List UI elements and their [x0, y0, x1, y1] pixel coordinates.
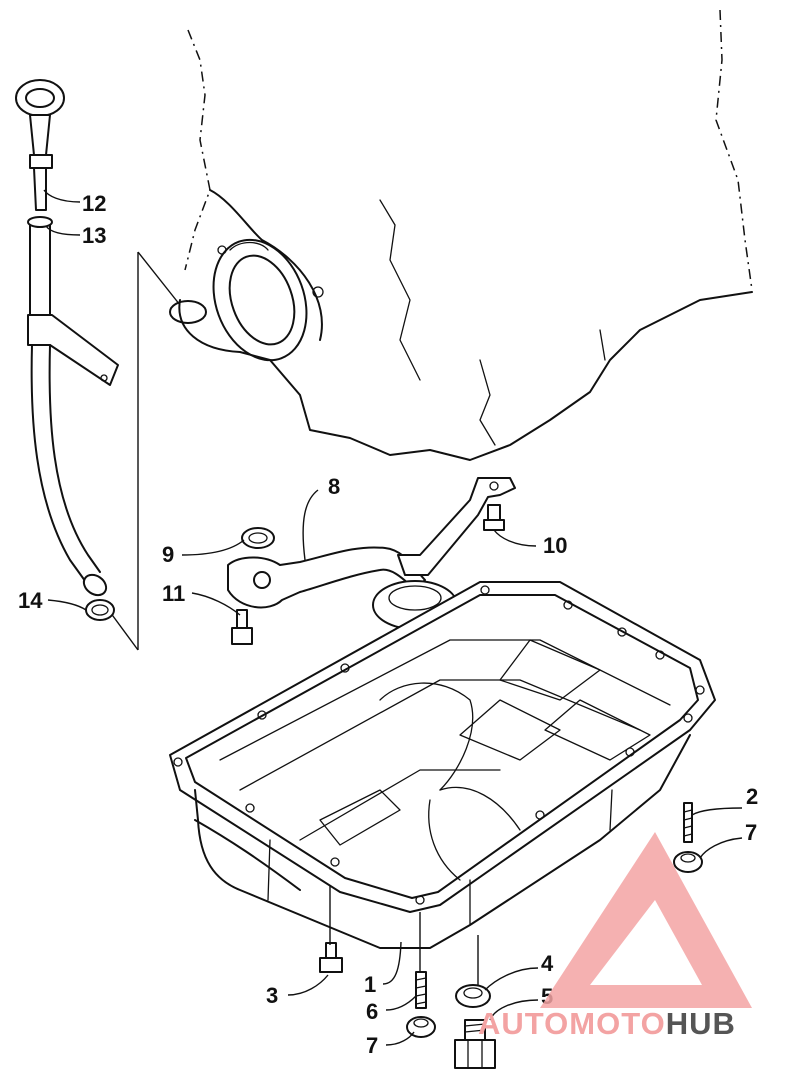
drain-plug-gasket — [455, 984, 491, 1008]
dipstick-tube-o-ring-inner — [91, 604, 109, 616]
leader-lines — [43, 189, 743, 1046]
watermark-text: AUTOMOTOHUB — [478, 1006, 736, 1041]
stud-right — [683, 802, 693, 843]
strainer-flange-bolt — [231, 609, 253, 645]
callout-9: 9 — [162, 542, 174, 567]
watermark-triangle-icon — [540, 832, 752, 1008]
oil-pan-bolt — [319, 942, 343, 973]
callout-7-bottom: 7 — [366, 1033, 378, 1058]
callout-6: 6 — [366, 999, 378, 1024]
callout-8: 8 — [328, 474, 340, 499]
callout-4: 4 — [541, 951, 554, 976]
watermark-text-part2: HUB — [666, 1006, 736, 1041]
nut-right — [673, 851, 703, 873]
callout-3: 3 — [266, 983, 278, 1008]
oil-dipstick — [15, 79, 65, 211]
callout-10: 10 — [543, 533, 567, 558]
callout-1: 1 — [364, 972, 376, 997]
watermark-text-part1: AUTOMOTO — [478, 1006, 666, 1041]
callout-2: 2 — [746, 784, 758, 809]
callout-11: 11 — [162, 581, 185, 606]
watermark: AUTOMOTOHUB — [478, 832, 752, 1041]
stud-bottom — [415, 971, 427, 1009]
strainer-bracket-bolt — [483, 504, 505, 531]
oil-pan — [169, 581, 716, 949]
callout-13: 13 — [82, 223, 106, 248]
callout-14: 14 — [18, 588, 43, 613]
dipstick-tube — [27, 216, 119, 597]
callout-labels: 12 13 14 8 9 11 10 2 7 3 1 6 7 4 5 — [18, 191, 758, 1058]
dipstick-tube-o-ring — [85, 599, 115, 621]
strainer-gasket-inner — [248, 532, 268, 544]
dipstick-guide-lines — [109, 251, 181, 651]
callout-12: 12 — [82, 191, 106, 216]
callout-7-right: 7 — [745, 820, 757, 845]
nut-bottom — [406, 1016, 436, 1038]
drain-plug — [454, 1019, 496, 1069]
engine-block-outline — [169, 9, 753, 461]
strainer-gasket — [241, 527, 275, 549]
